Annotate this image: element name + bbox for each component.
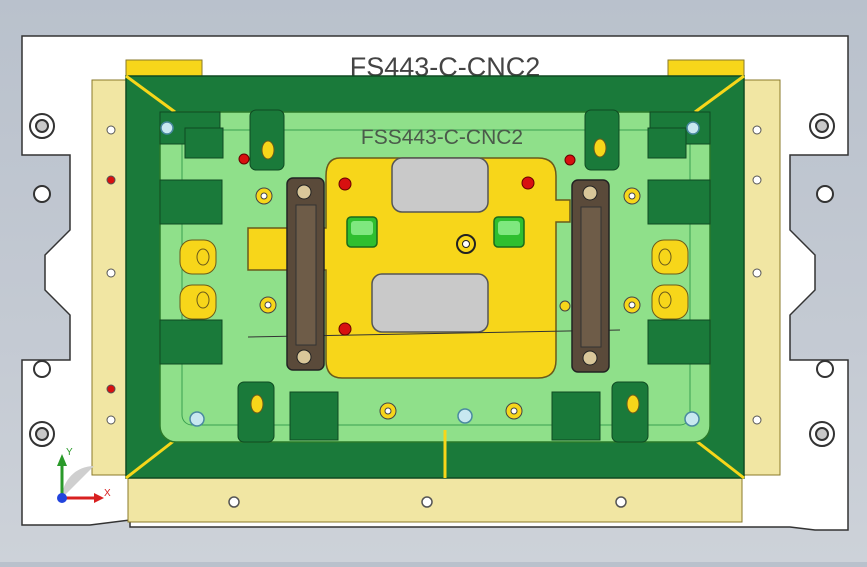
xyz-axis-triad-icon: [57, 493, 67, 503]
locator-blocks: [159, 109, 711, 443]
red-pins: [238, 153, 576, 336]
blue-screws: [160, 121, 700, 427]
axis-x-label: X: [104, 488, 111, 499]
star-knob[interactable]: [623, 187, 641, 205]
star-knob[interactable]: [259, 296, 277, 314]
model-title-inner: FSS443-C-CNC2: [361, 126, 523, 149]
plate-window-top: [391, 157, 489, 213]
mounting-holes: [29, 113, 835, 447]
rail-screws: [106, 125, 762, 425]
plate-window-bottom: [371, 273, 489, 333]
star-knob[interactable]: [505, 402, 523, 420]
bottom-rail: [127, 477, 743, 523]
side-rails: [91, 79, 781, 476]
star-knob[interactable]: [379, 402, 397, 420]
clamp-right[interactable]: [571, 179, 610, 373]
clamp-left[interactable]: [286, 177, 325, 371]
small-pin: [559, 300, 571, 312]
star-knobs[interactable]: [255, 187, 641, 420]
axis-y-label: Y: [66, 447, 73, 458]
center-plate: [247, 157, 571, 379]
side-cams: [179, 138, 689, 414]
center-pin: [456, 234, 476, 254]
bottom-rail-screws: [228, 496, 627, 508]
star-knob[interactable]: [255, 187, 273, 205]
star-knob[interactable]: [623, 296, 641, 314]
tray-bevel: [125, 74, 745, 480]
pocket-inner-floor: [181, 129, 691, 426]
axis-triad: Y X: [57, 447, 111, 503]
green-buttons[interactable]: [346, 216, 525, 248]
